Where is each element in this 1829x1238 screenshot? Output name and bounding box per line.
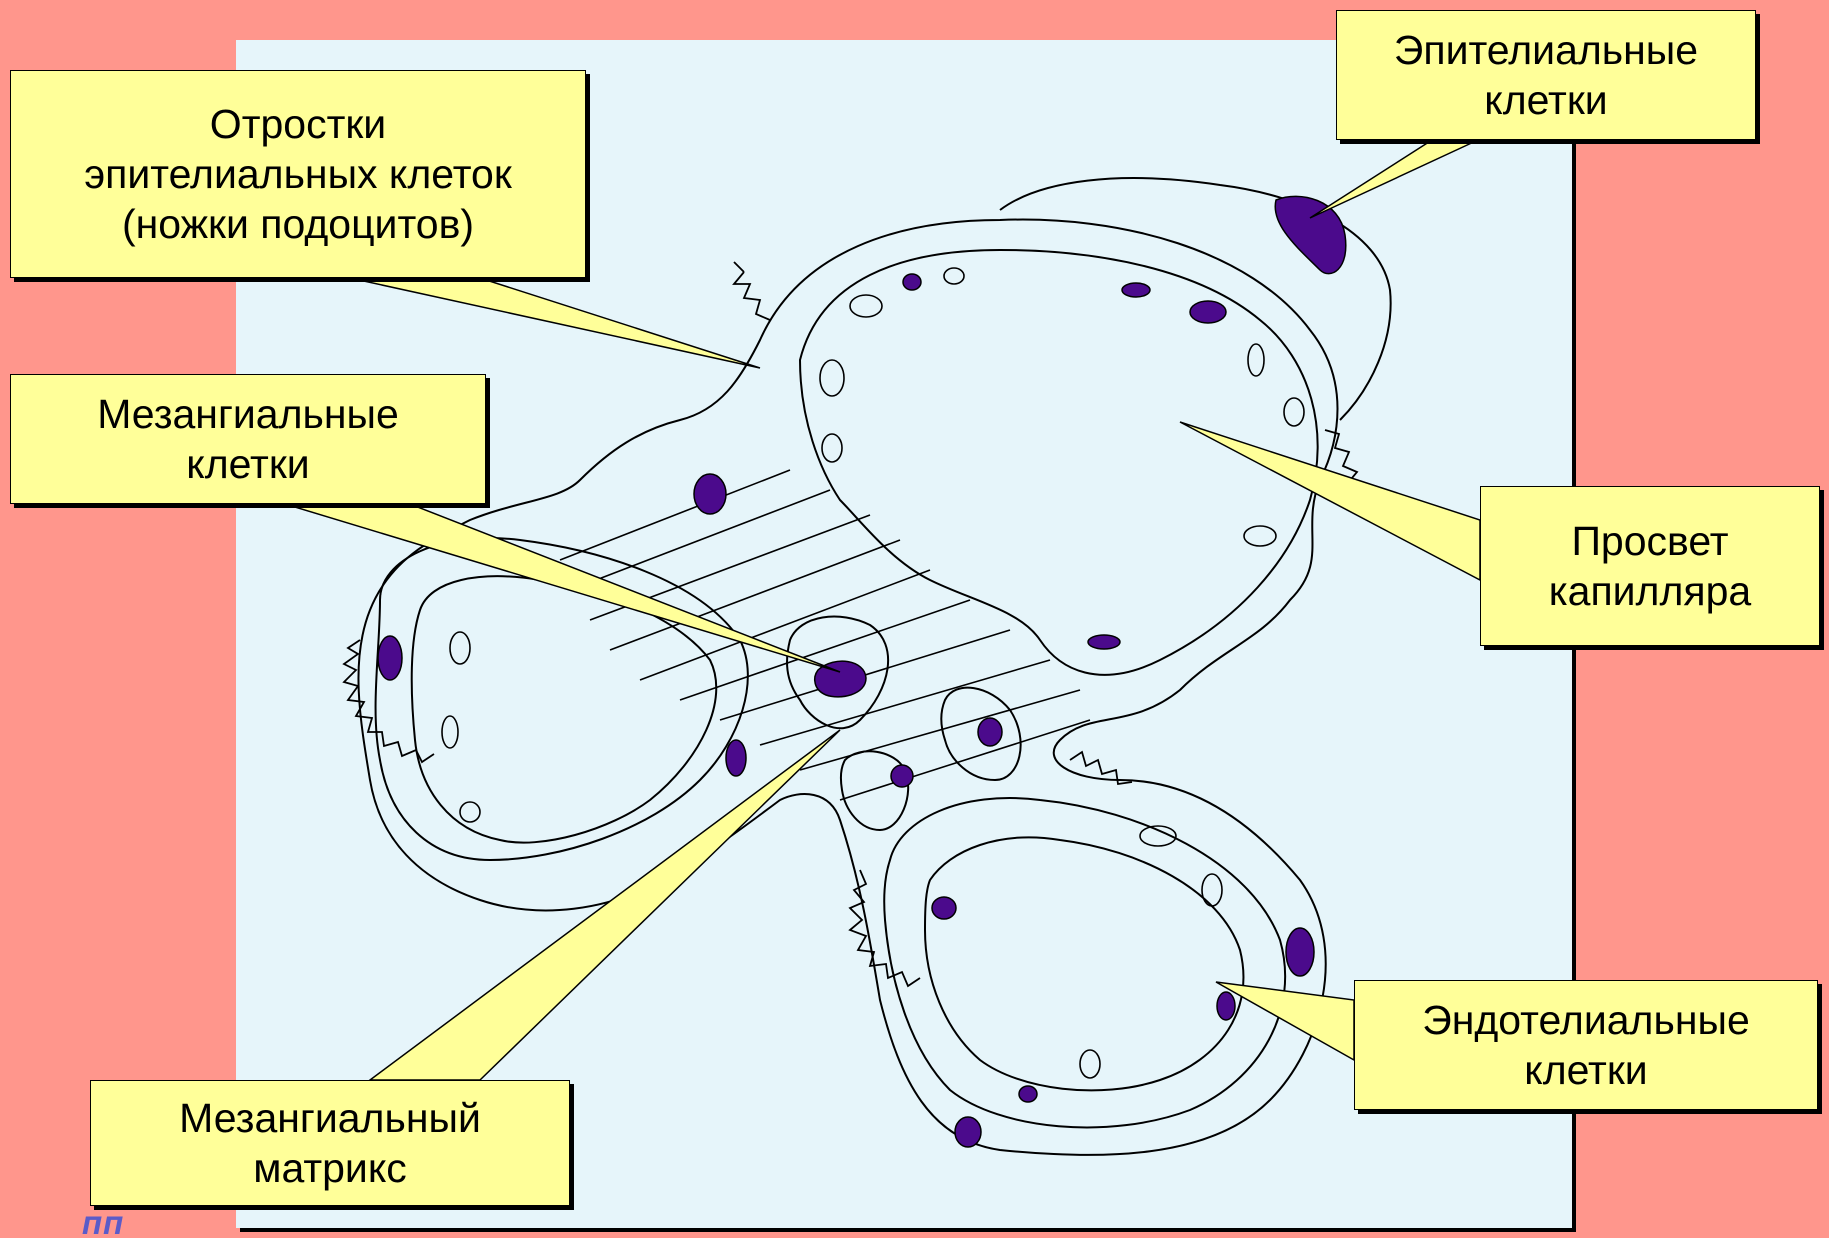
mesangial-cell-body-3 <box>841 751 908 830</box>
label-endothelial-cells: Эндотелиальные клетки <box>1354 980 1818 1110</box>
mesangial-matrix-hatch <box>560 470 1090 800</box>
label-capillary-lumen: Просвет капилляра <box>1480 486 1820 646</box>
pointer-matrix <box>370 730 840 1080</box>
pointer-mesangial-cells <box>285 504 840 672</box>
pointer-lumen <box>1180 422 1480 580</box>
lower-loop-outer <box>884 798 1285 1127</box>
label-mesangial-matrix: Мезангиальный матрикс <box>90 1080 570 1206</box>
foot-processes-upper <box>734 262 770 320</box>
label-epithelial-cells: Эпителиальные клетки <box>1336 10 1756 140</box>
pointer-processes <box>350 278 760 368</box>
label-mesangial-cells: Мезангиальные клетки <box>10 374 486 504</box>
epithelial-nucleus <box>1275 196 1346 273</box>
logo-icon: ПП <box>82 1212 172 1238</box>
pointer-epithelial <box>1310 140 1478 218</box>
label-epithelial-processes: Отростки эпителиальных клеток (ножки под… <box>10 70 586 278</box>
pointer-endothelial <box>1216 982 1354 1060</box>
